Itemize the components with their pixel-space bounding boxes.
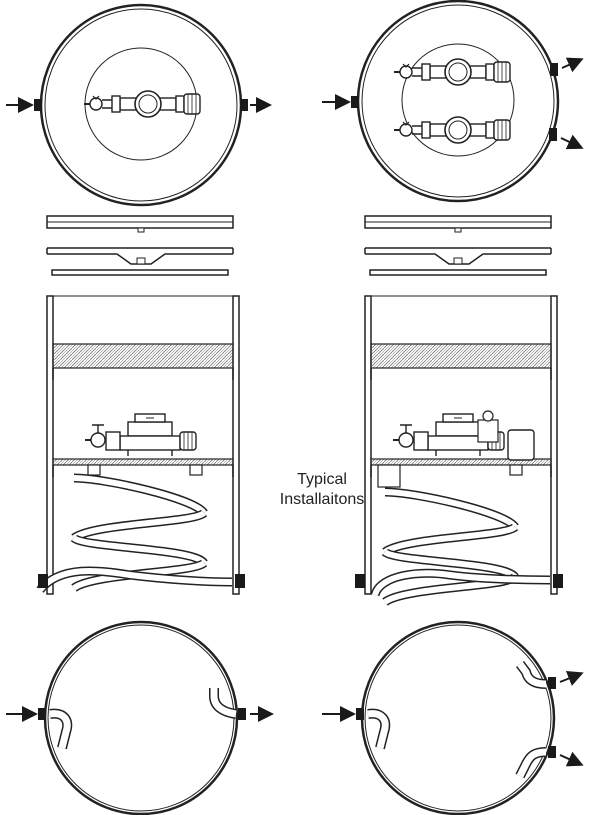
bottom-left-view [6, 620, 274, 815]
caption-line-2: Installaitons [279, 491, 365, 508]
arrow-right-icon [559, 751, 584, 767]
right-pit-lid [364, 215, 552, 276]
arrow-right-icon [560, 134, 584, 150]
left-pit-section [36, 295, 245, 595]
top-left-top-view [6, 3, 272, 207]
caption-line-1: Typical [297, 471, 347, 488]
top-right-top-view [322, 0, 584, 203]
arrow-right-icon [561, 57, 584, 73]
coiled-pipe-icon [385, 492, 515, 602]
arrow-right-icon [559, 671, 584, 686]
right-pit-section [355, 295, 563, 602]
bottom-right-view [322, 620, 584, 815]
left-pit-lid [46, 215, 234, 276]
typical-installations-caption: Typical Installaitons [262, 470, 382, 510]
